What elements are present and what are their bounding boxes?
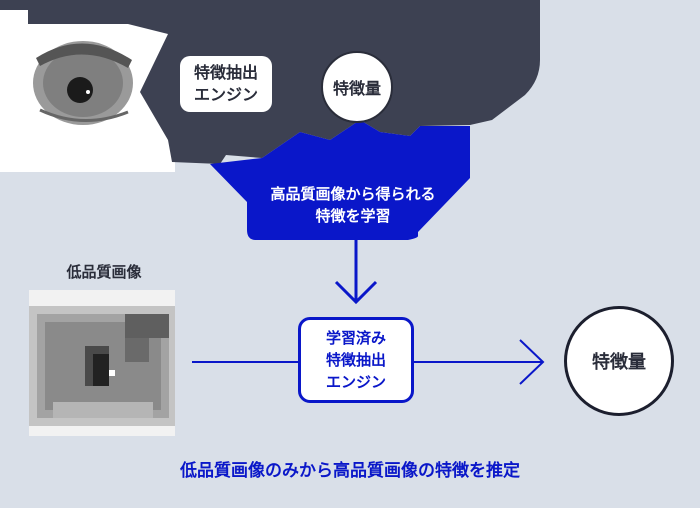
trained-engine-line3: エンジン bbox=[325, 373, 386, 391]
low-quality-title: 低品質画像 bbox=[66, 263, 142, 281]
low-quality-eye-image bbox=[29, 290, 175, 436]
learning-line1: 高品質画像から得られる bbox=[270, 185, 436, 203]
diagram-caption: 低品質画像のみから高品質画像の特徴を推定 bbox=[180, 461, 520, 481]
feature-circle-top: 特徴量 bbox=[321, 51, 393, 123]
trained-engine-box: 学習済み 特徴抽出 エンジン bbox=[298, 317, 414, 403]
feature-circle-output: 特徴量 bbox=[564, 306, 674, 416]
feature-label-output: 特徴量 bbox=[592, 352, 646, 373]
engine-label-line1: 特徴抽出 bbox=[193, 63, 258, 82]
trained-engine-line1: 学習済み bbox=[325, 329, 386, 347]
learning-banner-shape bbox=[210, 120, 470, 240]
feature-label-top: 特徴量 bbox=[332, 79, 381, 98]
learning-line2: 特徴を学習 bbox=[315, 207, 391, 225]
high-quality-eye-image bbox=[33, 41, 133, 125]
trained-engine-line2: 特徴抽出 bbox=[325, 351, 386, 369]
feature-extraction-engine-box: 特徴抽出 エンジン bbox=[180, 56, 272, 112]
learning-banner-text: 高品質画像から得られる 特徴を学習 bbox=[248, 183, 458, 227]
engine-label-line2: エンジン bbox=[193, 85, 258, 104]
